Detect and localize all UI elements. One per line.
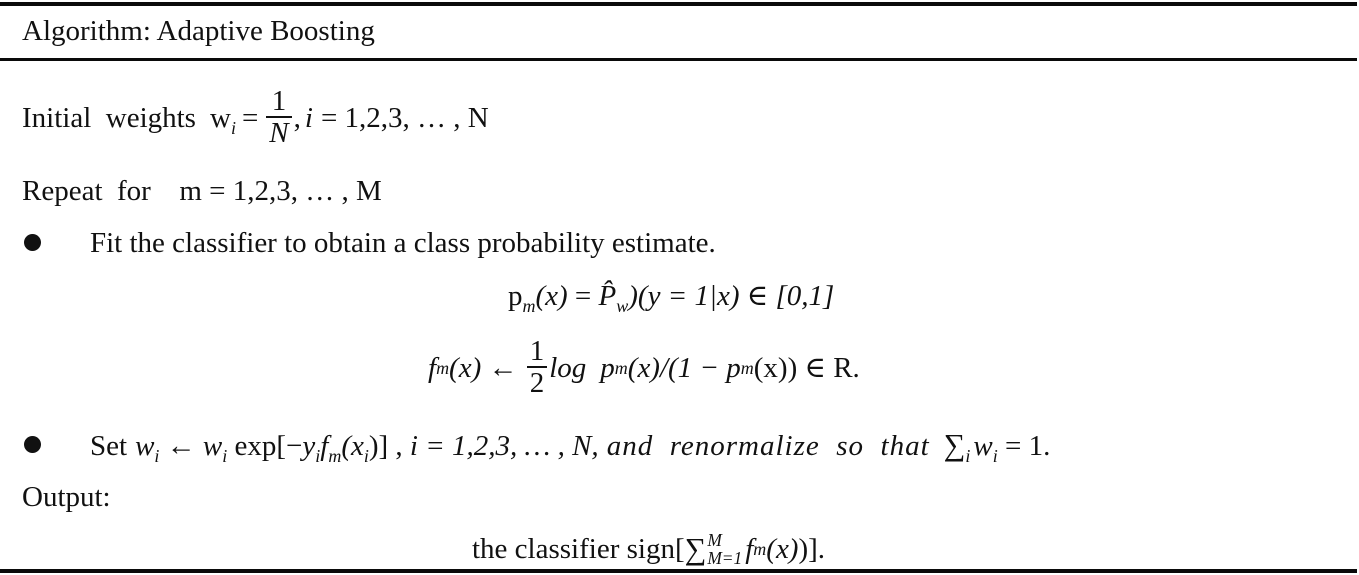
bullet-icon <box>24 234 41 251</box>
half-fraction: 1 2 <box>526 335 548 400</box>
bottom-rule <box>0 569 1357 573</box>
algorithm-title: Algorithm: Adaptive Boosting <box>22 15 375 47</box>
repeat-expr: m = 1,2,3, … , M <box>179 175 382 207</box>
bullet-icon <box>24 436 41 453</box>
repeat-label: Repeat for <box>22 175 151 207</box>
formula-probability: pm(x) = P̂w)(y = 1|x) ∈ [0,1] <box>508 280 835 316</box>
init-weights-line: Initial weights wi = 1 N , i = 1,2,3, … … <box>22 80 489 156</box>
sum-limits: M M=1 <box>707 529 743 568</box>
init-index: i <box>304 101 313 134</box>
init-fraction: 1 N <box>266 85 292 150</box>
init-range: = 1,2,3, … , N <box>320 101 489 134</box>
header-rule <box>0 58 1357 61</box>
output-label: Output: <box>22 481 111 513</box>
init-label: Initial weights <box>22 101 196 134</box>
init-var: wi <box>209 101 236 138</box>
top-rule <box>0 2 1357 6</box>
step1-text: Fit the classifier to obtain a class pro… <box>90 227 716 259</box>
repeat-line: Repeat for m = 1,2,3, … , M <box>22 177 382 206</box>
init-eq: = <box>241 101 259 134</box>
init-comma: , <box>293 101 301 134</box>
